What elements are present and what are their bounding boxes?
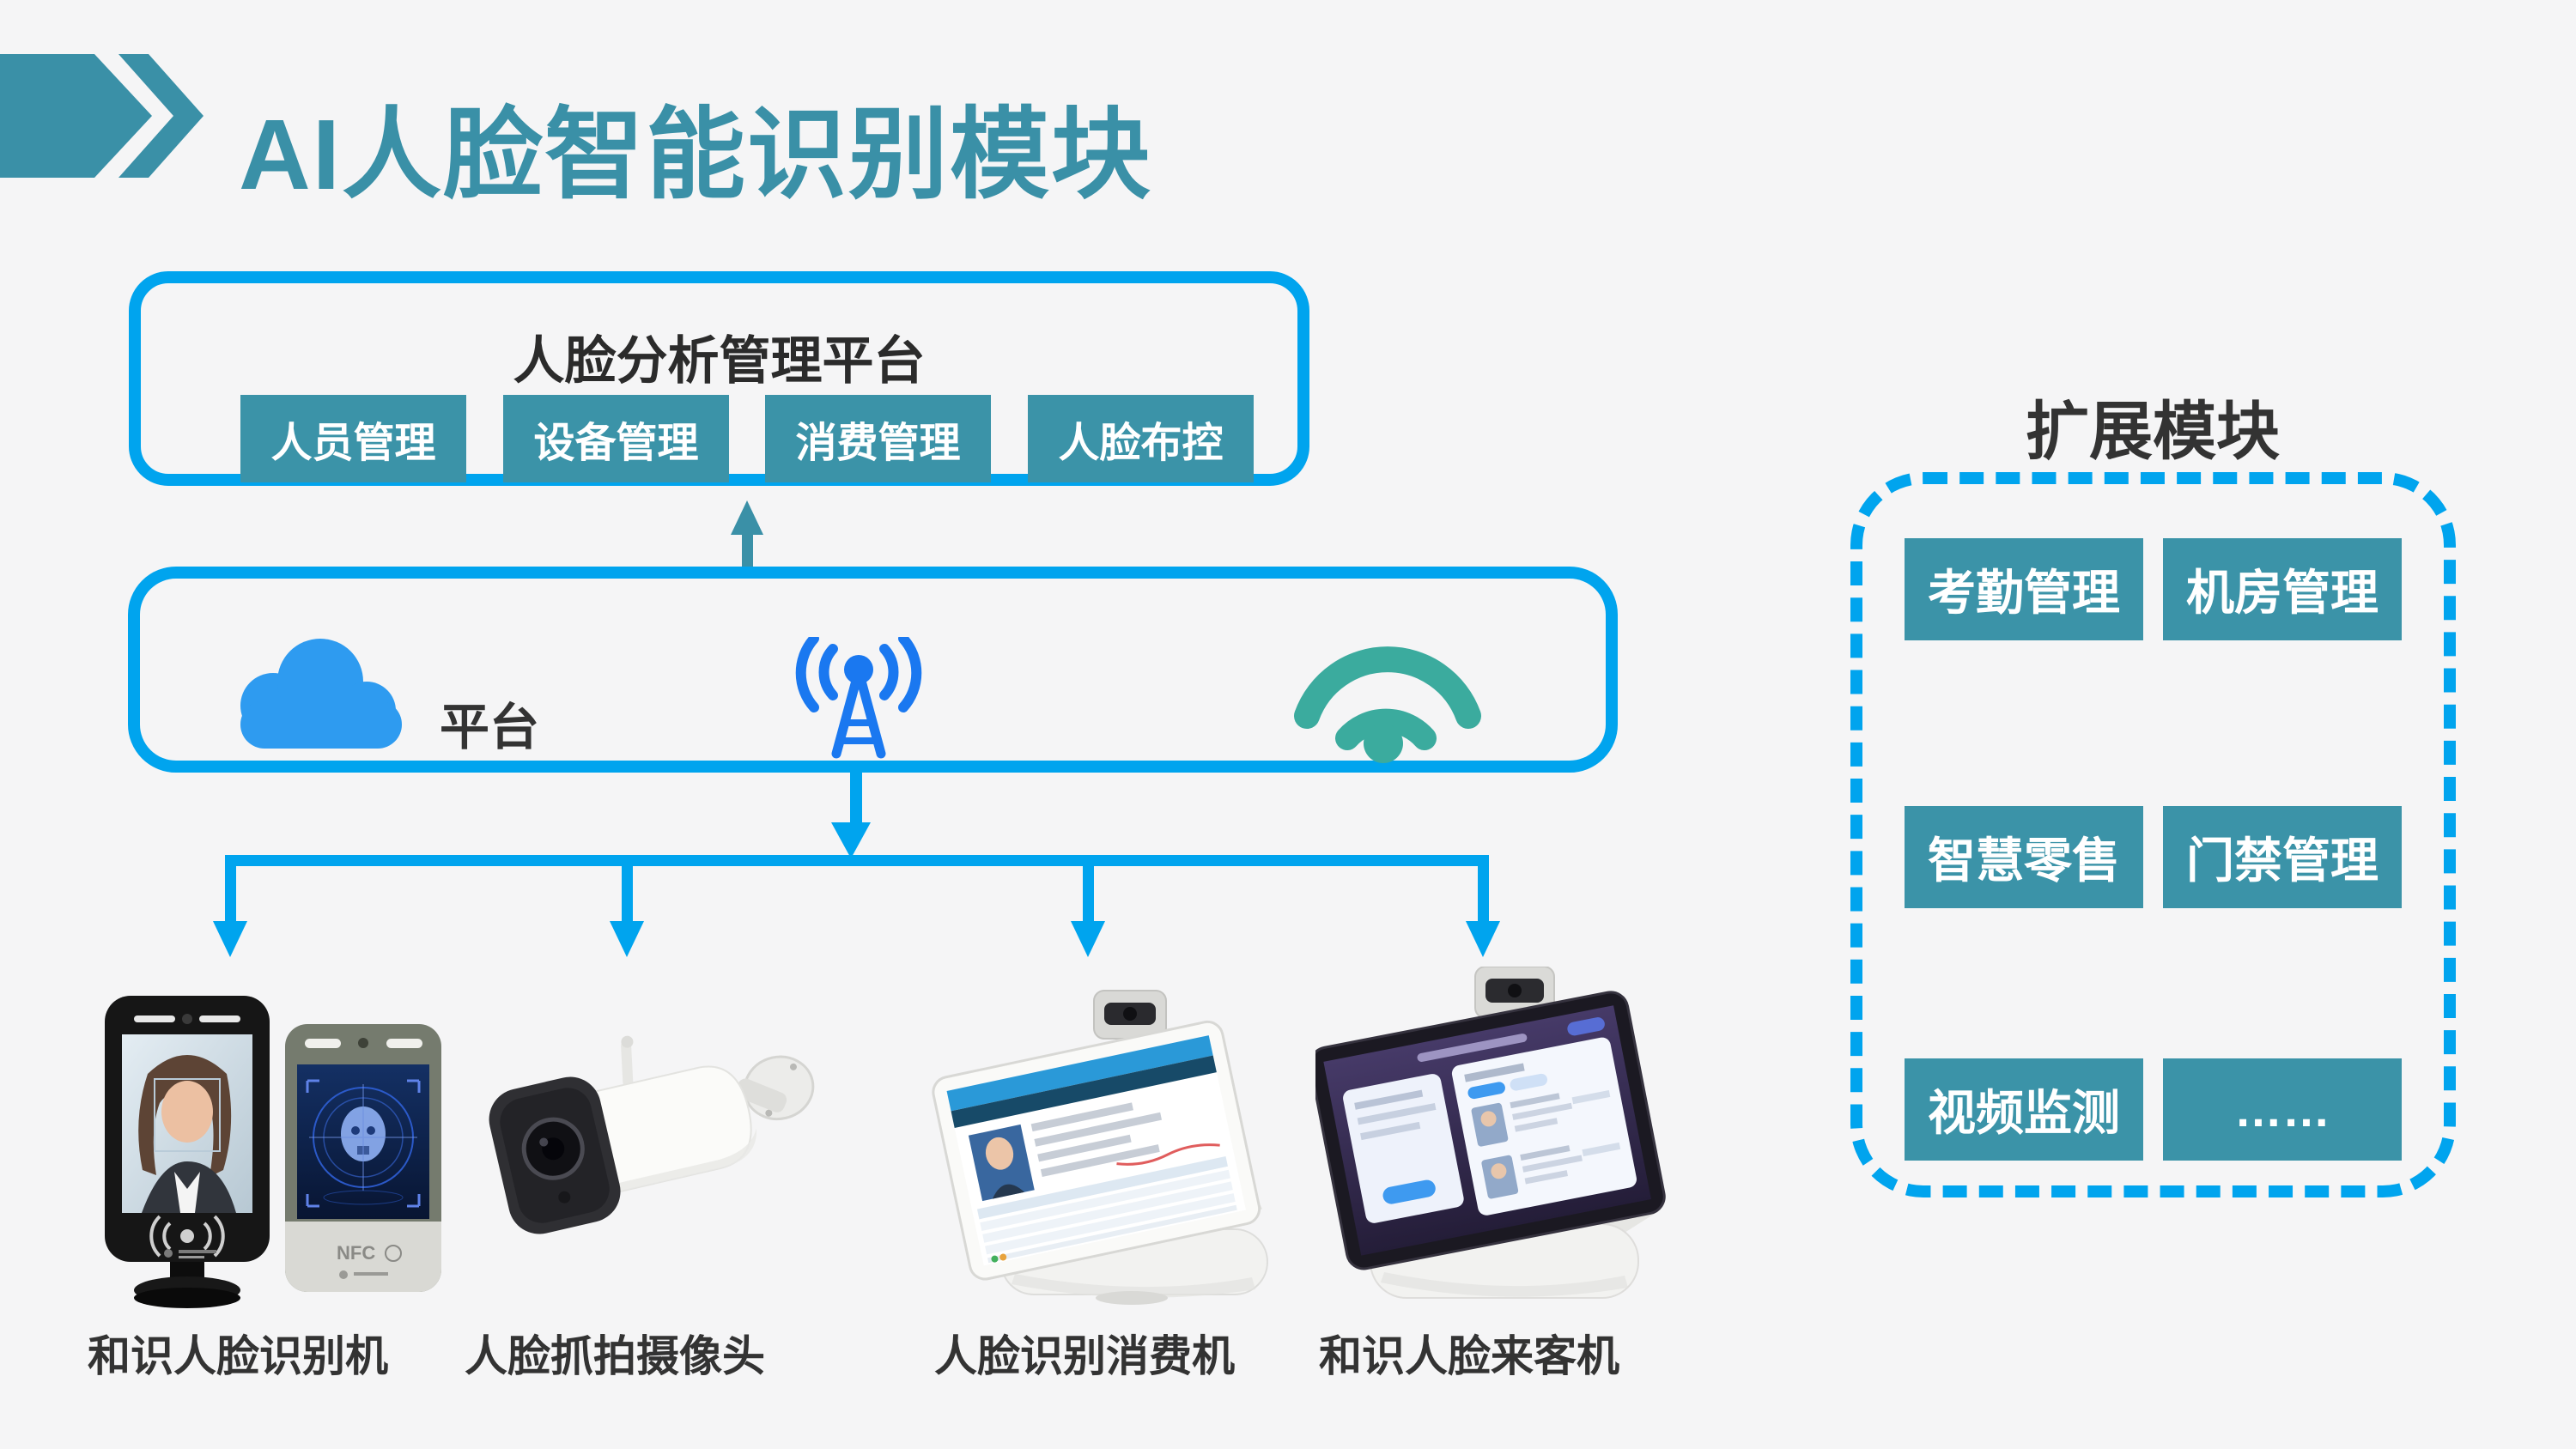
module-attendance-mgmt: 考勤管理 — [1905, 538, 2143, 640]
device-label-recognizer: 和识人脸识别机 — [88, 1332, 388, 1380]
module-consume-mgmt: 消费管理 — [765, 395, 991, 482]
antenna-icon — [795, 637, 922, 759]
header-arrow-icon — [0, 54, 204, 178]
module-access-control: 门禁管理 — [2163, 806, 2402, 908]
branch-arrow-1-icon — [213, 921, 247, 957]
device-label-camera: 人脸抓拍摄像头 — [465, 1332, 765, 1380]
module-smart-retail: 智慧零售 — [1905, 806, 2143, 908]
branch-bus-line — [225, 855, 1489, 866]
network-box — [128, 567, 1618, 773]
nfc-badge: NFC — [337, 1242, 375, 1264]
branch-line-4 — [1478, 865, 1489, 924]
up-arrow-shaft — [742, 532, 753, 575]
consumption-terminal-illustration — [932, 990, 1268, 1305]
terminal-gray: NFC — [285, 1024, 441, 1292]
branch-line-3 — [1083, 865, 1094, 924]
branch-line-2 — [622, 865, 633, 924]
device-label-visitor: 和识人脸来客机 — [1319, 1332, 1619, 1380]
network-box-label: 平台 — [440, 700, 540, 755]
device-label-pos: 人脸识别消费机 — [934, 1332, 1235, 1380]
module-more: …… — [2163, 1058, 2402, 1161]
module-person-mgmt: 人员管理 — [240, 395, 466, 482]
down-arrow-shaft — [850, 769, 862, 826]
cloud-icon — [240, 639, 402, 749]
expansion-box — [1850, 472, 2456, 1197]
visitor-terminal-illustration — [1315, 967, 1666, 1299]
module-machine-room: 机房管理 — [2163, 538, 2402, 640]
down-arrow-icon — [831, 822, 871, 858]
capture-camera-illustration — [489, 1035, 815, 1234]
platform-box-title: 人脸分析管理平台 — [513, 332, 926, 390]
expansion-title: 扩展模块 — [2026, 396, 2280, 467]
terminal-black — [105, 996, 270, 1308]
branch-arrow-4-icon — [1466, 921, 1500, 957]
module-device-mgmt: 设备管理 — [503, 395, 729, 482]
branch-arrow-2-icon — [610, 921, 644, 957]
module-face-watch: 人脸布控 — [1028, 395, 1254, 482]
wifi-icon — [1294, 646, 1481, 763]
up-arrow-icon — [731, 500, 763, 535]
module-video-monitor: 视频监测 — [1905, 1058, 2143, 1161]
branch-arrow-3-icon — [1071, 921, 1105, 957]
branch-line-1 — [225, 865, 236, 924]
face-terminal-illustration: NFC — [105, 996, 441, 1308]
page-title: AI人脸智能识别模块 — [239, 99, 1152, 210]
